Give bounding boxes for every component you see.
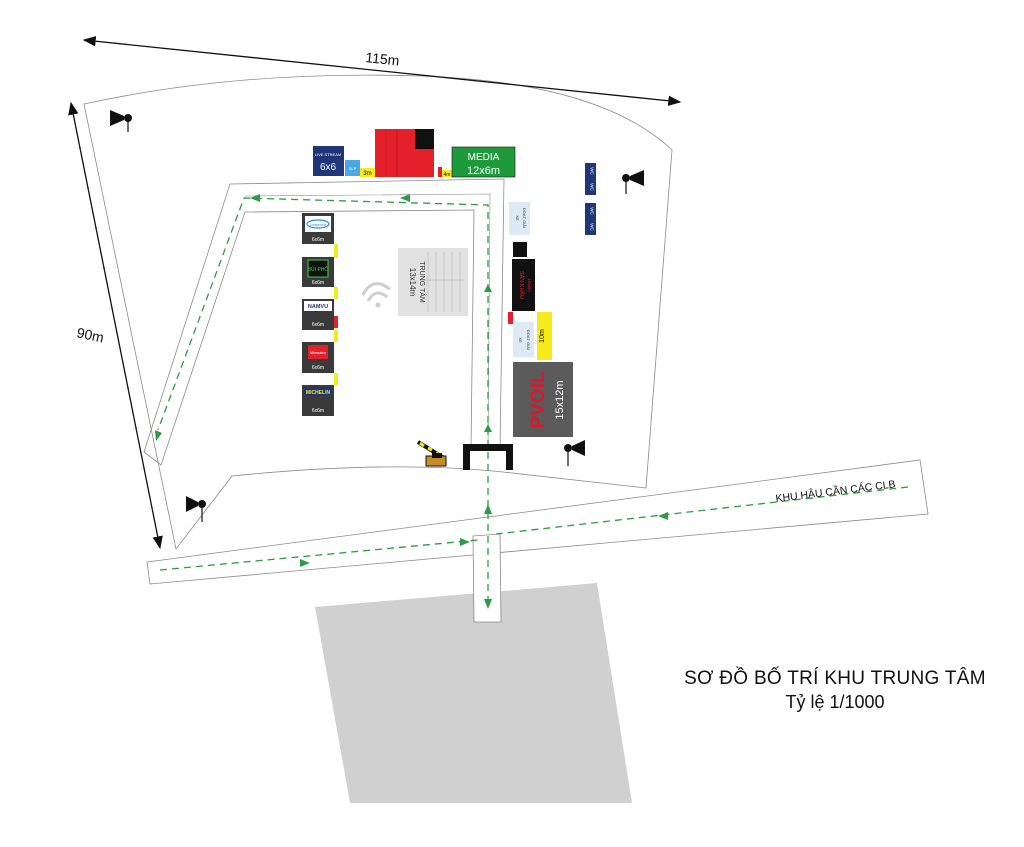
- prize-car-1-line1: XE: [515, 215, 520, 221]
- wifi-icon: [361, 282, 391, 308]
- livestream-title: LIVE STREAM: [315, 152, 341, 157]
- livestream-booth: [313, 146, 344, 176]
- speaker-icon: [186, 496, 206, 522]
- gap-3m-label: 3m: [363, 171, 371, 177]
- yellow-10m-strip: [537, 312, 552, 360]
- central-stand-title: TRUNG TÂM: [418, 261, 427, 303]
- wc-2: [585, 179, 596, 195]
- barrier-icon: [416, 440, 447, 467]
- speaker-icon: [622, 170, 644, 194]
- entrance-gate: [463, 444, 513, 470]
- prize-car-2: [513, 322, 534, 357]
- speaker-icon: [564, 440, 585, 466]
- media-booth: [451, 146, 516, 178]
- wc-1: [585, 163, 596, 179]
- black-booth-small: [513, 242, 527, 257]
- prize-car-1-line2: ĐOẠT GIẢI: [522, 208, 527, 228]
- central-stand-size: 13x14m: [408, 268, 417, 297]
- small-booth-label: SLP: [349, 166, 357, 171]
- logistics-road: [146, 459, 929, 585]
- wc-3: [585, 203, 596, 219]
- booth-milwaukee-size: 6x6m: [312, 365, 324, 371]
- central-stand: TRUNG TÂM 13x14m: [398, 248, 468, 316]
- route-arrows: [155, 194, 668, 609]
- width-dimension-label: 115m: [365, 49, 400, 68]
- map-title: SƠ ĐỒ BỐ TRÍ KHU TRUNG TÂM: [684, 668, 986, 689]
- wc-blocks: WC WC WC WC: [585, 163, 596, 235]
- pvoil-size: 15x12m: [554, 380, 566, 419]
- wc-4: [585, 219, 596, 235]
- booth-buipho-brand: BÚI PHỐ: [308, 266, 329, 273]
- speaker-icon: [110, 110, 132, 132]
- small-booth: [345, 160, 360, 176]
- height-dimension-label: 90m: [75, 324, 105, 345]
- pvoil-brand: PVOIL: [528, 371, 549, 428]
- entrance-road: [472, 533, 502, 623]
- extinguisher-small: [508, 312, 513, 324]
- parking-area: [315, 583, 632, 803]
- booth-milwaukee-brand: Milwaukee: [310, 351, 327, 355]
- gap-4m-label: 4m: [444, 172, 451, 178]
- red-tent-3: [415, 149, 434, 177]
- stage: [512, 259, 535, 311]
- traffic-route: [157, 197, 909, 603]
- map-caption: SƠ ĐỒ BỐ TRÍ KHU TRUNG TÂM Tỷ lệ 1/1000: [640, 668, 1024, 713]
- booth-michelin-brand: MICHELIN: [306, 390, 331, 396]
- wc-2-label: WC: [590, 183, 595, 191]
- booth-buipho-size: 6x6m: [312, 280, 324, 286]
- prize-car-1: [509, 202, 530, 235]
- height-dimension-arrow: [68, 101, 163, 550]
- black-booth: [415, 129, 434, 149]
- gap-4m-strip: [442, 170, 452, 177]
- stage-size: 10x6m: [527, 278, 532, 292]
- booth-namvu-brand: NAMVU: [308, 304, 328, 310]
- gap-3m-strip: [360, 168, 375, 177]
- booth-vinaphone-brand: Vinaphone: [310, 223, 327, 227]
- loop-road-inner: [244, 193, 491, 449]
- livestream-size: 6x6: [320, 162, 337, 173]
- booth-michelin-size: 6x6m: [312, 408, 324, 414]
- map-scale: Tỷ lệ 1/1000: [785, 692, 885, 712]
- width-dimension-arrow: [82, 36, 682, 106]
- wc-1-label: WC: [590, 167, 595, 175]
- red-tent-2: [397, 129, 415, 177]
- media-size: 12x6m: [467, 165, 500, 177]
- booth-vinaphone-size: 6x6m: [312, 237, 324, 243]
- booth-namvu-size: 6x6m: [312, 322, 324, 328]
- yellow-10m-label: 10m: [539, 329, 546, 343]
- wc-3-label: WC: [590, 207, 595, 215]
- prize-car-2-line2: ĐOẠT GIẢI: [526, 330, 531, 350]
- prize-car-2-line1: XE: [518, 337, 523, 343]
- media-title: MEDIA: [468, 152, 500, 163]
- pvoil-booth: [513, 362, 573, 437]
- extinguisher: [438, 167, 442, 177]
- sponsor-booths: Vinaphone 6x6m BÚI PHỐ 6x6m NAMVU 6x6m M…: [302, 213, 338, 416]
- stage-title: SÂN KHẤU: [518, 271, 525, 299]
- wc-4-label: WC: [590, 223, 595, 231]
